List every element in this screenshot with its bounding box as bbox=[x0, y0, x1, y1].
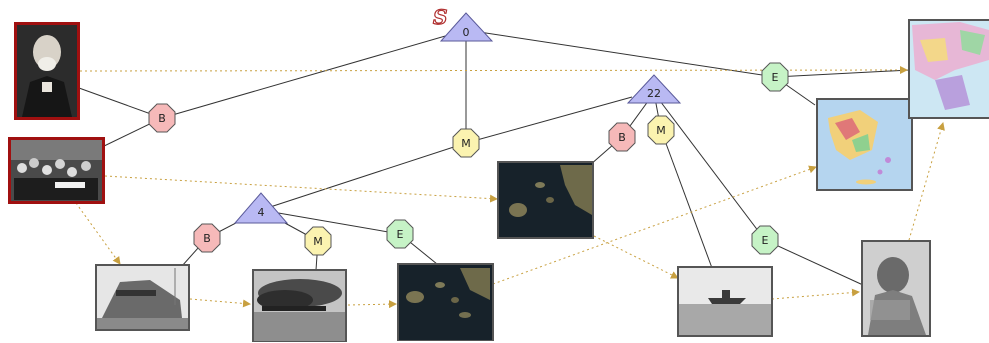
relation-node-e[interactable]: E bbox=[751, 225, 779, 255]
edge bbox=[653, 92, 766, 241]
relation-node-label: B bbox=[618, 131, 626, 144]
event-node-label: 0 bbox=[463, 26, 470, 39]
dotted-edges bbox=[75, 66, 945, 309]
edge bbox=[78, 87, 163, 119]
dotted-arrow bbox=[593, 235, 679, 279]
dotted-arrow bbox=[75, 202, 121, 265]
satellite-gulf-photo[interactable] bbox=[497, 161, 594, 239]
edge bbox=[660, 129, 713, 269]
dotted-arrow bbox=[189, 298, 251, 308]
relation-node-m[interactable]: M bbox=[647, 115, 675, 145]
relation-node-b[interactable]: B bbox=[148, 103, 176, 133]
edge bbox=[465, 96, 633, 144]
relation-node-label: B bbox=[158, 112, 166, 125]
dotted-arrow bbox=[771, 288, 860, 300]
edge bbox=[260, 209, 401, 235]
satellite-islands-photo[interactable] bbox=[397, 263, 494, 341]
relation-node-b[interactable]: B bbox=[193, 223, 221, 253]
relation-node-e[interactable]: E bbox=[761, 62, 789, 92]
edge bbox=[260, 142, 467, 211]
dotted-arrow bbox=[492, 165, 817, 285]
dotted-arrow bbox=[104, 175, 498, 203]
relation-node-label: M bbox=[313, 235, 323, 248]
thumbnails bbox=[8, 19, 989, 342]
edge bbox=[764, 239, 864, 286]
event-triangles: 0 22 4 bbox=[233, 12, 682, 224]
relation-node-label: M bbox=[461, 137, 471, 150]
dotted-arrow bbox=[347, 300, 397, 309]
start-marker-label: S bbox=[433, 5, 447, 29]
dotted-arrow bbox=[908, 122, 945, 241]
edge bbox=[774, 69, 911, 78]
relation-node-label: E bbox=[772, 71, 779, 84]
relation-node-m[interactable]: M bbox=[452, 128, 480, 158]
relation-node-b[interactable]: B bbox=[608, 122, 636, 152]
portrait-photo[interactable] bbox=[14, 22, 80, 120]
relation-hexagons: B M E B M B M E bbox=[148, 62, 789, 256]
balkans-map[interactable] bbox=[908, 19, 989, 119]
ship-at-sea-photo[interactable] bbox=[677, 266, 773, 337]
crowd-photo[interactable] bbox=[8, 137, 105, 204]
relation-node-e[interactable]: E bbox=[386, 219, 414, 249]
relation-node-label: E bbox=[397, 228, 404, 241]
event-node-22[interactable]: 22 bbox=[626, 74, 682, 104]
smoke-sea-photo[interactable] bbox=[252, 269, 347, 342]
greece-map[interactable] bbox=[816, 98, 913, 191]
relation-node-m[interactable]: M bbox=[304, 226, 332, 256]
event-node-4[interactable]: 4 bbox=[233, 192, 289, 224]
relation-node-label: E bbox=[762, 234, 769, 247]
relation-node-label: M bbox=[656, 124, 666, 137]
edge bbox=[465, 29, 776, 78]
woman-photo[interactable] bbox=[861, 240, 931, 337]
event-node-0[interactable]: 0 bbox=[439, 12, 494, 42]
relation-node-label: B bbox=[203, 232, 211, 245]
event-node-label: 4 bbox=[258, 206, 265, 219]
edge bbox=[161, 29, 467, 119]
ship-launch-photo[interactable] bbox=[95, 264, 190, 331]
event-node-label: 22 bbox=[647, 87, 661, 100]
